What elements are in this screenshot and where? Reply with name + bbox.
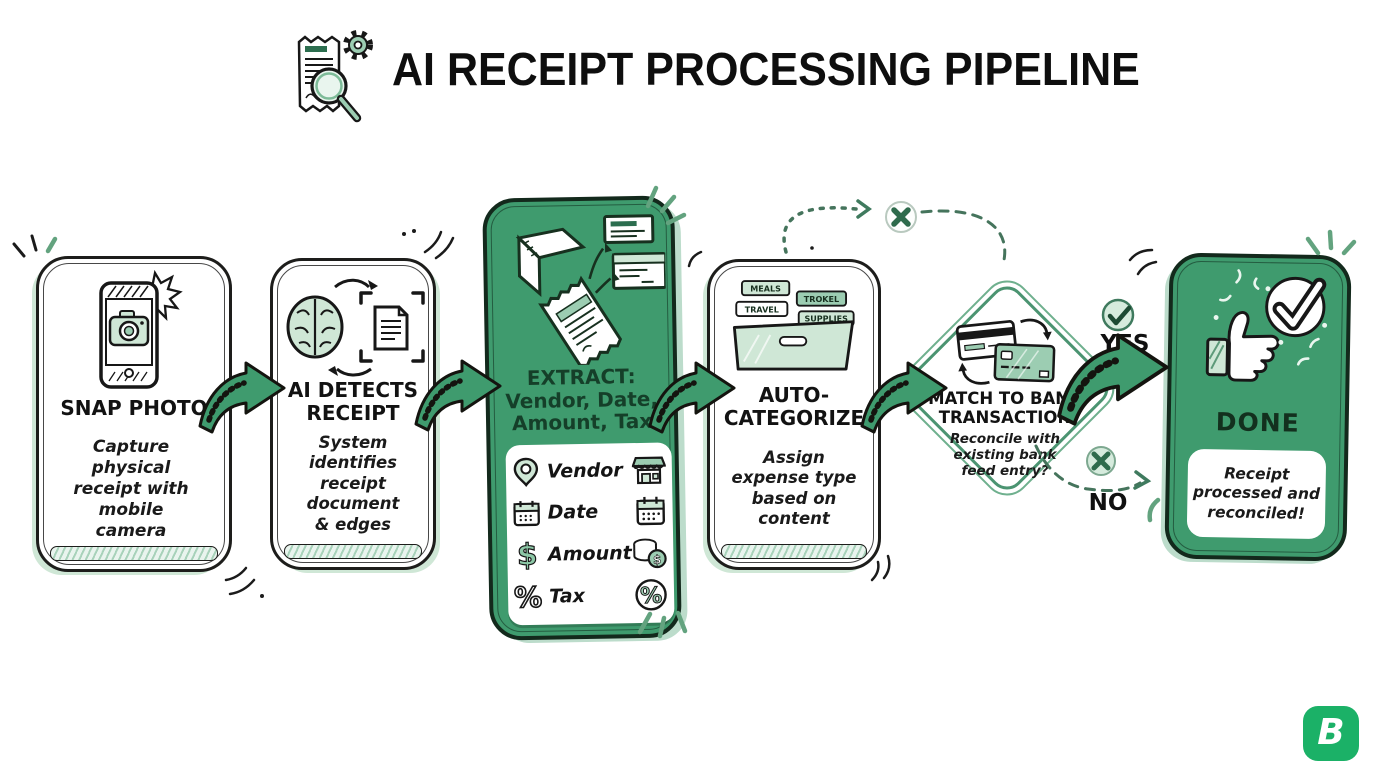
- extract-row-date: Date: [512, 495, 667, 530]
- step-card-ai-detects: AI DETECTS RECEIPT System identifies rec…: [270, 258, 436, 570]
- svg-text:%: %: [640, 584, 662, 609]
- folder-tab-meals: MEALS: [740, 280, 791, 297]
- sparkle-card1-topleft: [12, 234, 58, 258]
- step-title: AUTO-CATEGORIZE: [723, 383, 865, 430]
- bank-cards-sync-icon: [955, 318, 1056, 385]
- x-mark-circle-top: [885, 201, 917, 233]
- field-label: Date: [547, 500, 599, 524]
- check-circle-yes: [1101, 298, 1135, 332]
- page-title: AI RECEIPT PROCESSING PIPELINE: [392, 44, 1140, 96]
- calendar-icon: [513, 501, 540, 527]
- step-title: AI DETECTS RECEIPT: [287, 378, 419, 425]
- phone-camera-icon: [99, 269, 183, 389]
- svg-text:SUPPLIES: SUPPLIES: [804, 315, 848, 324]
- sparkle-card2-bottomleft: [224, 566, 264, 598]
- percent-icon: %: [514, 582, 543, 612]
- branch-label-no: NO: [1088, 490, 1128, 516]
- folder-tab-travel: TRAVEL: [735, 300, 789, 318]
- folder-tab-trokel: TROKEL: [795, 290, 848, 307]
- branch-label-yes: YES: [1100, 331, 1150, 357]
- percent-circle-icon: %: [635, 579, 667, 611]
- brand-logo-letter: B: [1317, 712, 1345, 753]
- storefront-icon: [631, 456, 667, 484]
- svg-text:TROKEL: TROKEL: [804, 295, 839, 304]
- step-card-extract: EXTRACT: Vendor, Date, Amount, Tax Vendo…: [482, 195, 682, 641]
- phone-bottom-strip: [50, 546, 218, 561]
- done-message-box: Receipt processed and reconciled!: [1186, 448, 1327, 540]
- receipt-magnifier-gear-icon: [297, 30, 373, 123]
- step-card-done: DONE Receipt processed and reconciled!: [1164, 252, 1352, 562]
- extract-fields-box: Vendor Date: [505, 442, 675, 626]
- field-label: Vendor: [546, 459, 623, 483]
- calendar-icon: [636, 496, 666, 526]
- step-title: SNAP PHOTO: [60, 396, 208, 420]
- step-description: Assign expense type based on content: [731, 448, 857, 529]
- thumbs-up-check-icon: [1205, 269, 1328, 382]
- step-description: Reconcile with existing bank feed entry?: [949, 430, 1061, 480]
- phone-bottom-strip: [284, 544, 422, 559]
- step-title: EXTRACT: Vendor, Date, Amount, Tax: [505, 364, 659, 436]
- extract-row-amount: $ Amount $: [513, 536, 668, 571]
- svg-text:$: $: [517, 538, 538, 570]
- step-description: System identifies receipt document & edg…: [306, 433, 400, 534]
- brain-scan-document-icon: [286, 278, 425, 377]
- field-label: Amount: [547, 541, 632, 566]
- step-description: Receipt processed and reconciled!: [1192, 464, 1321, 523]
- extract-row-tax: % Tax %: [514, 578, 669, 615]
- step-title: MATCH TO BANK TRANSACTION: [928, 389, 1082, 427]
- extract-row-vendor: Vendor: [512, 453, 667, 488]
- svg-text:%: %: [514, 582, 543, 612]
- dashed-loop-top: [782, 199, 1007, 262]
- step-card-snap-photo: SNAP PHOTO Capture physical receipt with…: [36, 256, 232, 572]
- field-label: Tax: [548, 585, 586, 608]
- dollar-icon: $: [516, 538, 538, 570]
- step-card-match-bank: MATCH TO BANK TRANSACTION Reconcile with…: [915, 316, 1095, 480]
- scanner-receipt-extract-icon: [515, 214, 668, 367]
- phone-bottom-strip: [721, 544, 867, 559]
- sparkle-card2-topright: [402, 229, 455, 260]
- step-title: DONE: [1215, 407, 1300, 438]
- svg-text:TRAVEL: TRAVEL: [745, 305, 779, 314]
- step-card-auto-categorize: MEALS TROKEL TRAVEL SUPPLIES AUTO-CATEGO…: [707, 259, 881, 570]
- location-pin-icon: [513, 457, 539, 487]
- step-description: Capture physical receipt with mobile cam…: [73, 437, 189, 542]
- svg-text:$: $: [653, 552, 662, 566]
- folder-categories-icon: MEALS TROKEL TRAVEL SUPPLIES: [732, 280, 855, 371]
- coin-stack-icon: $: [633, 538, 668, 568]
- svg-text:MEALS: MEALS: [750, 284, 781, 293]
- brand-logo: B: [1303, 706, 1359, 761]
